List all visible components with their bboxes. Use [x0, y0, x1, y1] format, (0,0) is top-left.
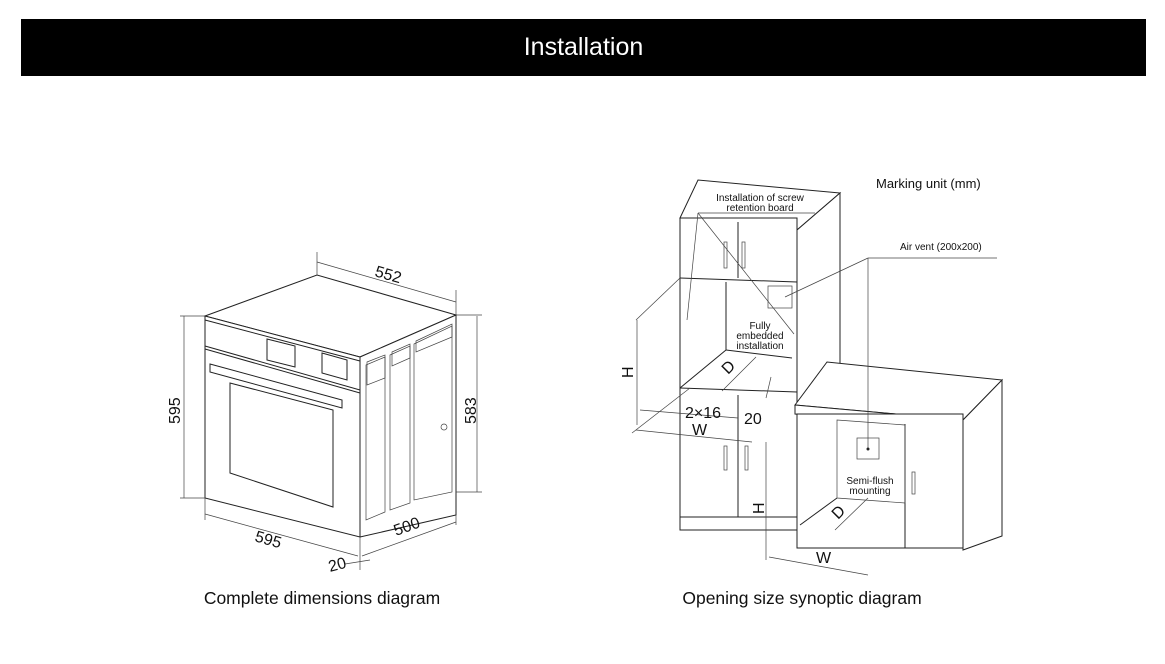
cabinet-handle: [723, 241, 728, 269]
door-window: [229, 382, 334, 508]
dim-height-front: 595: [167, 397, 184, 424]
air-vent-note: Air vent (200x200): [900, 242, 982, 253]
control-strip: [204, 345, 361, 391]
semi-flush-cavity: [836, 419, 906, 504]
right-diagram-caption: Opening size synoptic diagram: [682, 588, 922, 608]
fully-embedded-line1: Fully: [749, 321, 770, 332]
screw-note-line1: Installation of screw: [716, 193, 805, 204]
base-cabinet-front: [796, 413, 964, 549]
fully-embedded-line3: installation: [736, 341, 783, 352]
air-vent: [767, 285, 793, 309]
display-panel: [266, 338, 296, 368]
label-offset: 20: [744, 411, 762, 428]
label-h-lower: H: [751, 502, 768, 514]
cabinet-opening-diagram: Marking unit (mm) Installation of screw …: [620, 176, 1004, 576]
semi-flush-line2: mounting: [849, 486, 890, 497]
label-h-upper: H: [620, 366, 637, 378]
cabinet-handle: [744, 445, 749, 471]
screw-note-line2: retention board: [726, 203, 793, 214]
label-gap: 2×16: [685, 405, 721, 422]
label-w-upper: W: [692, 422, 708, 439]
dim-height-side: 583: [463, 397, 480, 424]
vent-grille: [366, 354, 386, 386]
fully-embedded-line2: embedded: [736, 331, 783, 342]
dim-depth-top: 552: [373, 264, 403, 288]
semi-flush-line1: Semi-flush: [846, 476, 893, 487]
screw-hole: [440, 423, 448, 431]
cabinet-handle: [741, 241, 746, 269]
left-diagram-caption: Complete dimensions diagram: [203, 588, 441, 608]
label-w-lower: W: [816, 550, 832, 567]
display-panel: [321, 352, 348, 381]
oven-dimensions-diagram: 552 595 583 595 500 20: [167, 252, 482, 576]
section-header: Installation: [21, 19, 1146, 76]
dim-width-front: 595: [253, 529, 283, 553]
cabinet-handle: [911, 471, 916, 495]
section-title: Installation: [523, 33, 644, 61]
unit-note: Marking unit (mm): [876, 176, 981, 191]
dim-front-thickness: 20: [327, 555, 349, 576]
cabinet-handle: [723, 445, 728, 471]
door-handle: [209, 363, 343, 409]
